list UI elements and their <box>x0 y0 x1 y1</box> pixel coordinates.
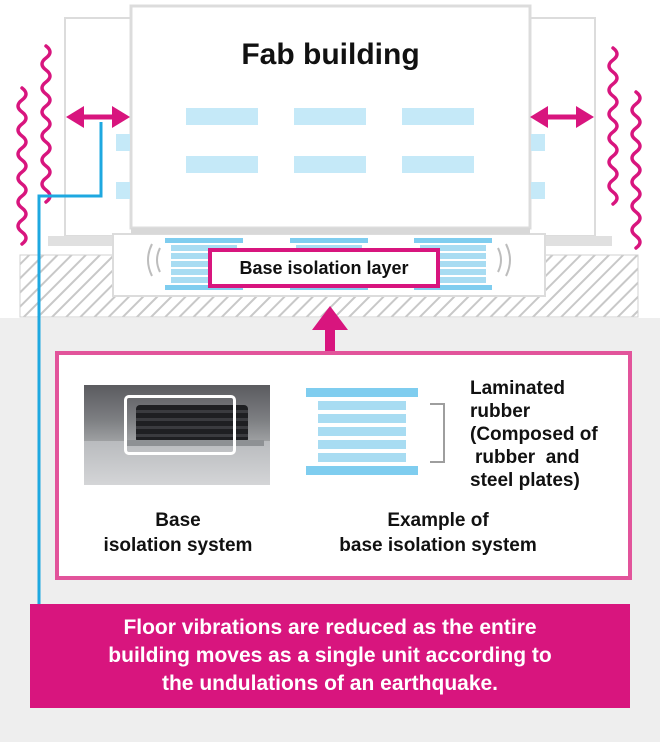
label-line: Laminated <box>470 378 566 399</box>
building-title: Fab building <box>241 38 420 71</box>
example-caption: Example of base isolation system <box>318 508 558 558</box>
banner-line: the undulations of an earthquake. <box>161 672 499 695</box>
banner-text: Floor vibrations are reduced as the enti… <box>60 614 600 698</box>
vibration-wave-icon <box>40 44 52 204</box>
banner-line: building moves as a single unit accordin… <box>108 644 552 667</box>
banner-line: Floor vibrations are reduced as the enti… <box>123 616 537 639</box>
caption-line: Base <box>155 510 201 531</box>
caption-line: base isolation system <box>339 535 537 556</box>
label-line: rubber and <box>475 447 580 468</box>
vibration-wave-icon <box>607 46 619 206</box>
caption-line: Example of <box>387 510 489 531</box>
double-arrow-icon <box>66 106 130 128</box>
base-isolation-photo <box>84 385 270 485</box>
laminated-rubber-label: Laminated rubber (Composed of rubber and… <box>470 377 598 492</box>
vibration-wave-icon <box>16 86 28 246</box>
windows <box>116 108 545 199</box>
label-line: rubber <box>470 401 531 422</box>
isolation-layer-label: Base isolation layer <box>208 248 440 288</box>
summary-banner: Floor vibrations are reduced as the enti… <box>30 604 630 708</box>
connector-line <box>37 122 103 605</box>
isolation-layer-text: Base isolation layer <box>239 257 409 278</box>
label-line: (Composed of <box>470 424 598 445</box>
example-bearing <box>306 388 445 475</box>
vibration-wave-icon <box>630 90 642 250</box>
photo-caption: Base isolation system <box>88 508 268 558</box>
label-line: steel plates) <box>470 470 580 491</box>
photo-highlight <box>124 395 236 455</box>
caption-line: isolation system <box>103 535 253 556</box>
sound-wave-icon <box>147 243 511 277</box>
up-arrow-icon <box>312 306 348 352</box>
double-arrow-icon <box>530 106 594 128</box>
fab-building-slab <box>131 228 530 234</box>
